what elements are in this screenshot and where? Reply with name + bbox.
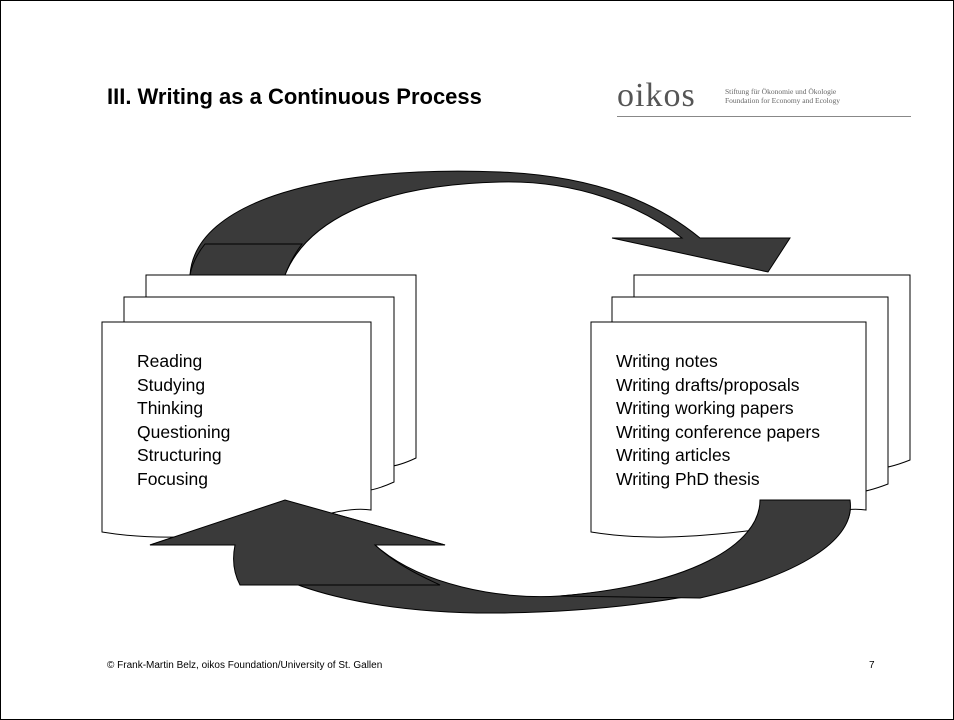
left-page-stack [101,274,417,538]
slide-title: III. Writing as a Continuous Process [107,84,482,109]
list-item: Questioning [137,421,231,442]
top-arrow-tail [189,243,303,276]
right-page-stack [590,274,911,538]
list-item: Focusing [137,468,209,489]
bottom-arrow-tail [559,499,851,599]
list-item: Writing articles [616,445,731,465]
list-item: Writing PhD thesis [616,468,760,489]
list-item: Writing notes [616,351,718,371]
oikos-logo: oikos Stiftung für Ökonomie und Ökologie… [617,78,911,120]
page-number: 7 [869,660,875,671]
list-item: Writing drafts/proposals [616,374,800,395]
logo-underline [617,116,911,117]
list-item: Structuring [137,445,222,465]
logo-tagline: Stiftung für Ökonomie und Ökologie Found… [725,87,840,105]
list-item: Writing working papers [616,398,794,418]
list-item: Thinking [137,398,204,418]
left-stack-list: Reading Studying Thinking Questioning St… [137,350,230,491]
logo-tagline-line2: Foundation for Economy and Ecology [725,96,840,105]
right-stack-list: Writing notes Writing drafts/proposals W… [616,350,820,491]
list-item: Writing conference papers [616,421,820,442]
bottom-arrow-head [149,499,446,586]
top-arrow [189,170,791,276]
footer-copyright: © Frank-Martin Belz, oikos Foundation/Un… [107,660,383,671]
logo-wordmark: oikos [617,77,696,114]
list-item: Reading [137,351,203,371]
list-item: Studying [137,374,206,395]
logo-tagline-line1: Stiftung für Ökonomie und Ökologie [725,87,837,96]
